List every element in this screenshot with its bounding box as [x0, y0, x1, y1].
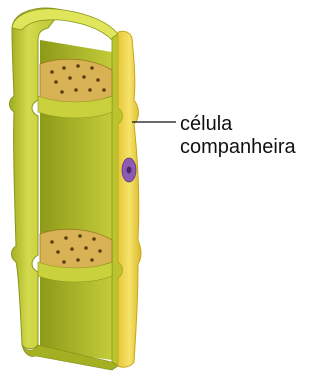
companion-cell-label-line-2: companheira	[180, 136, 296, 158]
companion-cell	[118, 31, 141, 367]
lower-sieve-plate	[40, 229, 112, 269]
companion-cell-label-line-1: célula	[180, 113, 232, 135]
nucleolus	[127, 167, 132, 174]
upper-sieve-plate	[40, 59, 112, 103]
